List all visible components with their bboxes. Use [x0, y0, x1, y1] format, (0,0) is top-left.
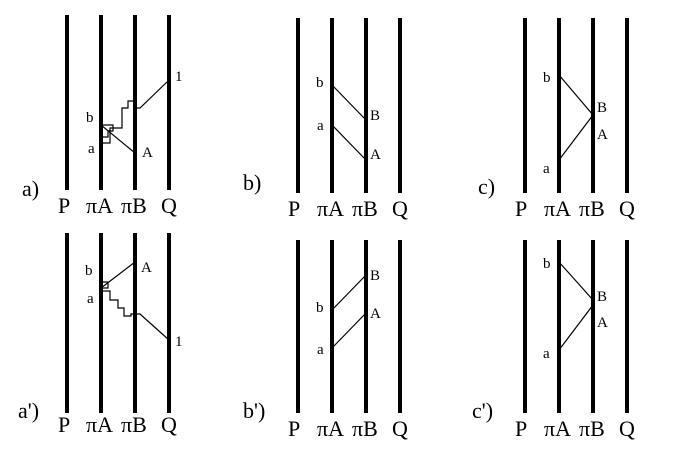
vertex-label-a: a: [88, 141, 95, 157]
vertex-label-b: b: [316, 75, 324, 91]
axis-label-pia: πA: [544, 196, 571, 221]
axis-label-pib: πB: [579, 416, 605, 441]
axis-label-pib: πB: [121, 193, 147, 218]
panel-label: c'): [472, 398, 493, 423]
vertex-label-b: b: [543, 256, 551, 272]
axis-label-q: Q: [161, 193, 177, 218]
panel-b-prime: b a B A b') P πA πB Q: [243, 240, 408, 441]
panel-label: a'): [18, 398, 39, 423]
wavy-photon-line: [100, 79, 170, 144]
axis-label-pib: πB: [121, 412, 147, 437]
vertex-label-A: A: [597, 127, 608, 143]
vertex-label-B: B: [370, 268, 380, 284]
propagator-line-a: [558, 304, 594, 351]
vertex-label-a: a: [87, 291, 94, 307]
wavy-photon-line: [100, 281, 170, 341]
vertex-label-a: a: [543, 346, 550, 362]
vertex-label-A: A: [141, 260, 152, 276]
propagator-line-b: [331, 84, 367, 121]
axis-label-p: P: [58, 193, 70, 218]
axis-label-pib: πB: [352, 416, 378, 441]
axis-label-q: Q: [161, 412, 177, 437]
axis-label-q: Q: [392, 416, 408, 441]
vertex-label-B: B: [370, 108, 380, 124]
panel-label: b): [243, 170, 261, 195]
vertex-label-A: A: [370, 147, 381, 163]
vertex-label-A: A: [370, 306, 381, 322]
axis-label-pia: πA: [317, 196, 344, 221]
propagator-line-b: [331, 274, 367, 311]
propagator-line-b: [558, 261, 594, 301]
propagator-line: [100, 124, 136, 154]
vertex-label-B: B: [597, 289, 607, 305]
propagator-line: [100, 261, 136, 289]
propagator-line-a: [558, 114, 594, 161]
propagator-line-a: [331, 124, 367, 161]
propagator-line-a: [331, 312, 367, 349]
propagator-line-b: [558, 74, 594, 116]
axis-label-q: Q: [619, 416, 635, 441]
axis-label-pia: πA: [317, 416, 344, 441]
vertex-label-1: 1: [175, 69, 183, 85]
panel-label: c): [478, 174, 495, 199]
axis-label-pia: πA: [86, 193, 113, 218]
vertex-label-a: a: [317, 342, 324, 358]
panel-a: b a A 1 a) P πA πB Q: [22, 15, 183, 218]
vertex-label-b: b: [85, 263, 93, 279]
vertex-label-B: B: [597, 100, 607, 116]
axis-label-p: P: [515, 416, 527, 441]
panel-c: b a B A c) P πA πB Q: [478, 18, 635, 221]
axis-label-p: P: [288, 416, 300, 441]
vertex-label-A: A: [142, 145, 153, 161]
panel-label: a): [22, 176, 39, 201]
vertex-label-A: A: [597, 315, 608, 331]
panel-b: b a B A b) P πA πB Q: [243, 18, 408, 221]
axis-label-p: P: [58, 412, 70, 437]
vertex-label-b: b: [316, 300, 324, 316]
axis-label-pib: πB: [579, 196, 605, 221]
vertex-label-1: 1: [175, 334, 183, 350]
axis-label-pib: πB: [352, 196, 378, 221]
panel-c-prime: b a B A c') P πA πB Q: [472, 240, 635, 441]
axis-label-q: Q: [619, 196, 635, 221]
vertex-label-b: b: [86, 110, 94, 126]
vertex-label-a: a: [317, 118, 324, 134]
axis-label-p: P: [515, 196, 527, 221]
panel-label: b'): [243, 398, 265, 423]
vertex-label-b: b: [543, 70, 551, 86]
vertex-label-a: a: [543, 161, 550, 177]
axis-label-p: P: [288, 196, 300, 221]
panel-a-prime: b a A 1 a') P πA πB Q: [18, 233, 183, 437]
axis-label-pia: πA: [544, 416, 571, 441]
axis-label-pia: πA: [86, 412, 113, 437]
axis-label-q: Q: [392, 196, 408, 221]
